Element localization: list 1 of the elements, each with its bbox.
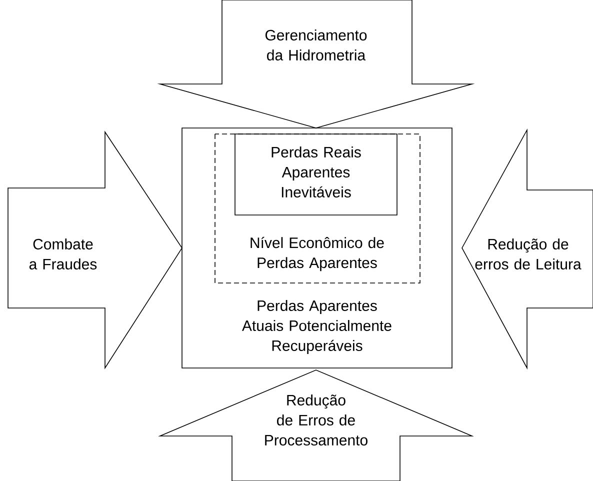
box: Perdas Reais Aparentes Inevitáveis [234, 134, 398, 216]
